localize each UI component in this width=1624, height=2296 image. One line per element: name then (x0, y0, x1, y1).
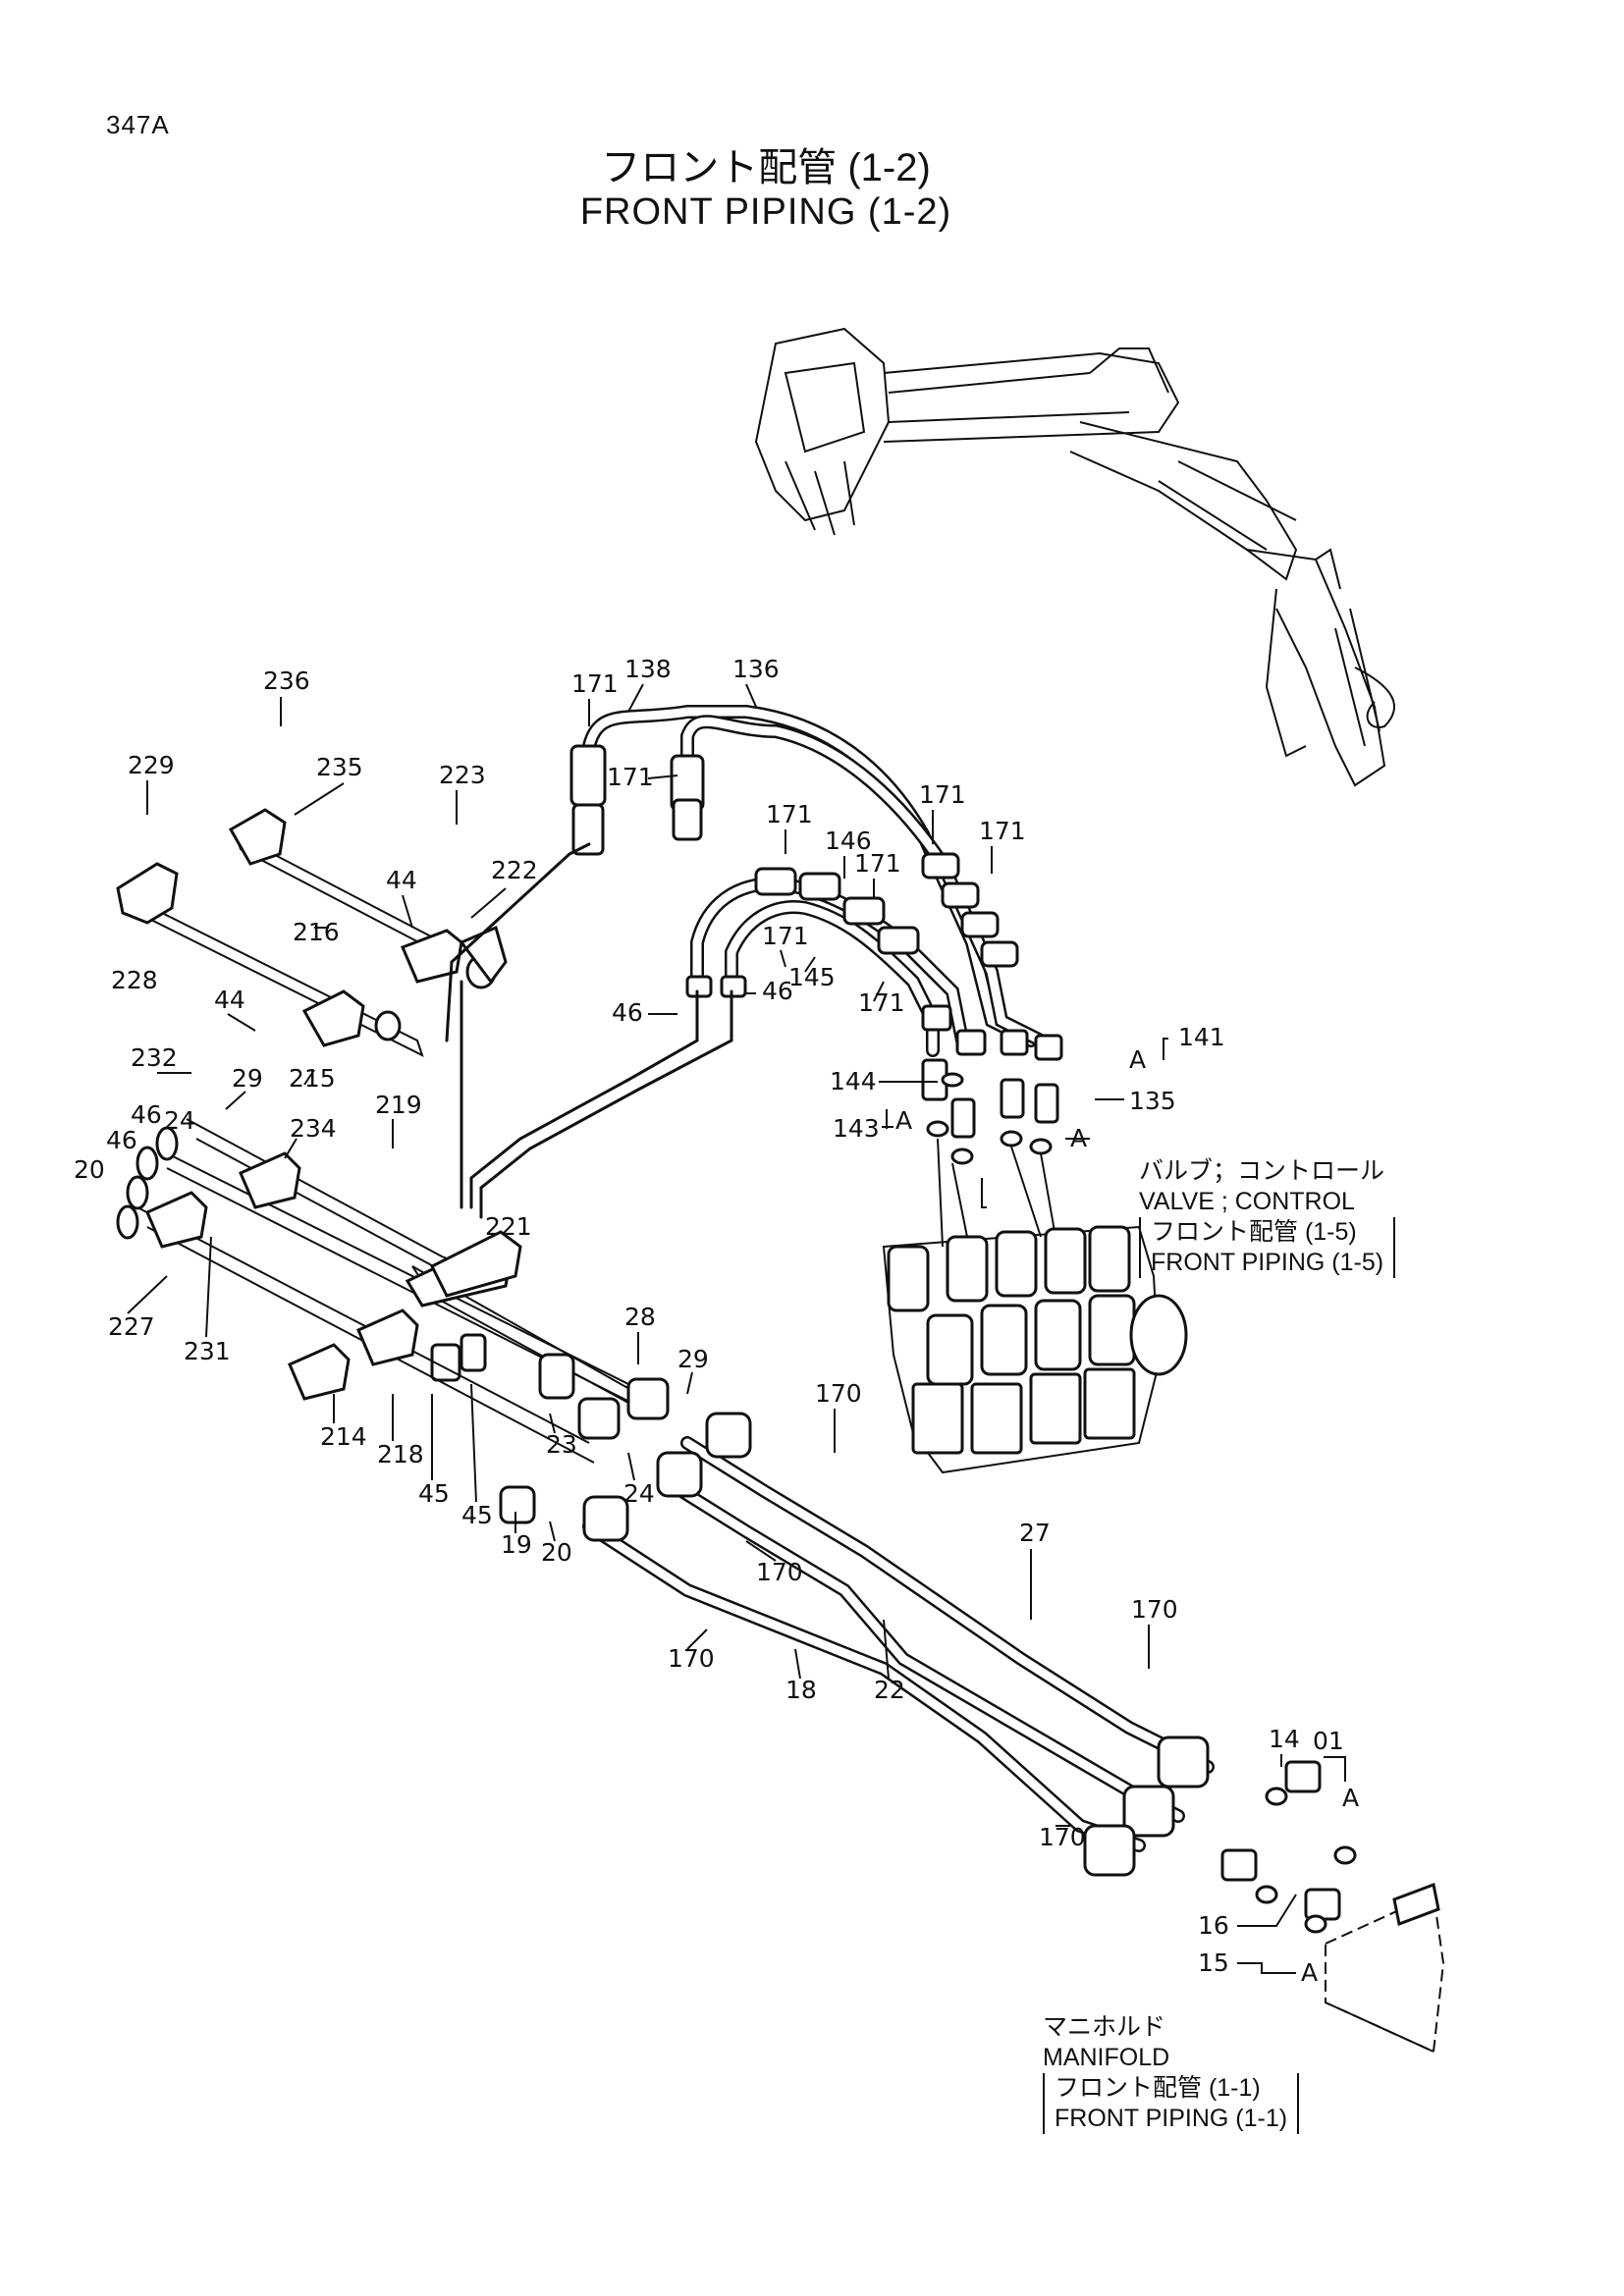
callout-29-a: 29 (232, 1064, 263, 1093)
callout-234: 234 (290, 1114, 337, 1143)
callout-15: 15 (1198, 1949, 1229, 1977)
manifold-note-jp: マニホルド (1043, 2013, 1166, 2041)
callout-19: 19 (501, 1530, 532, 1559)
callout-16: 16 (1198, 1911, 1229, 1940)
callout-45-b: 45 (461, 1501, 493, 1529)
callout-24-a: 24 (164, 1106, 195, 1135)
callout-232: 232 (131, 1043, 178, 1072)
callout-146: 146 (825, 827, 872, 855)
callout-170-d: 170 (1131, 1595, 1178, 1624)
pipe-138-136 (569, 705, 1048, 1047)
callout-24-b: 24 (623, 1479, 655, 1508)
callout-223: 223 (439, 761, 486, 789)
title-japanese: フロント配管 (1-2) (601, 146, 931, 189)
callout-222: 222 (491, 856, 538, 884)
callout-214: 214 (320, 1422, 367, 1451)
callout-171-f: 171 (979, 817, 1026, 845)
callout-145: 145 (788, 963, 836, 991)
callout-138: 138 (624, 655, 672, 683)
callout-227: 227 (108, 1312, 155, 1341)
callout-141: 141 (1178, 1023, 1225, 1051)
valve-fittings (921, 1058, 1059, 1248)
long-hoses-18-22-27 (582, 1412, 1357, 1934)
callout-27: 27 (1019, 1519, 1051, 1547)
control-valve-block (882, 1225, 1188, 1474)
valve-note-ref-jp: フロント配管 (1-5) (1151, 1218, 1357, 1246)
callout-a-1: A (895, 1106, 912, 1135)
callout-29-b: 29 (677, 1345, 709, 1373)
callout-171-e: 171 (919, 780, 966, 809)
callout-221: 221 (485, 1212, 532, 1241)
callout-44-b: 44 (214, 986, 245, 1014)
callout-171-h: 171 (858, 988, 905, 1017)
valve-note: バルブ；コントロール VALVE ; CONTROL フロント配管 (1-5) … (1139, 1156, 1396, 1278)
callout-170-a: 170 (815, 1379, 862, 1408)
callout-171-a: 171 (571, 669, 619, 698)
manifold-note-ref-en: FRONT PIPING (1-1) (1055, 2105, 1288, 2132)
callout-44-a: 44 (386, 866, 417, 894)
callout-20-a: 20 (74, 1155, 105, 1184)
callout-46-c: 46 (612, 998, 643, 1027)
callout-171-g: 171 (762, 922, 809, 950)
valve-note-jp: バルブ；コントロール (1139, 1157, 1385, 1185)
valve-note-en: VALVE ; CONTROL (1139, 1188, 1355, 1215)
manifold-note: マニホルド MANIFOLD フロント配管 (1-1) FRONT PIPING… (1043, 2012, 1300, 2134)
callout-a-2: A (1129, 1045, 1146, 1074)
manifold-note-en: MANIFOLD (1043, 2044, 1170, 2071)
callouts: 236 229 235 223 222 44 216 228 44 215 23… (74, 655, 1359, 1987)
clamp-rail-upper (116, 808, 508, 1057)
hose-145-146 (685, 852, 1063, 1061)
cylinder-tubes (116, 1118, 670, 1524)
callout-18: 18 (785, 1676, 817, 1704)
callout-171-d: 171 (854, 849, 901, 878)
callout-46-a: 46 (131, 1100, 162, 1129)
callout-229: 229 (128, 751, 175, 779)
callout-22: 22 (874, 1676, 905, 1704)
callout-46-b: 46 (106, 1126, 137, 1154)
valve-note-ref-en: FRONT PIPING (1-5) (1151, 1249, 1384, 1276)
manifold-note-ref-jp: フロント配管 (1-1) (1055, 2074, 1261, 2102)
callout-170-b: 170 (756, 1558, 803, 1586)
callout-136: 136 (732, 655, 780, 683)
callout-143: 143 (833, 1114, 880, 1143)
manifold-block (1325, 1882, 1445, 2054)
callout-170-c: 170 (668, 1644, 715, 1673)
callout-216: 216 (293, 918, 340, 946)
callout-231: 231 (184, 1337, 231, 1365)
callout-144: 144 (830, 1067, 877, 1095)
steel-lines-45 (430, 842, 733, 1382)
callout-20-b: 20 (541, 1538, 572, 1567)
callout-235: 235 (316, 753, 363, 781)
manifold-note-ref: フロント配管 (1-1) FRONT PIPING (1-1) (1043, 2073, 1300, 2134)
callout-219: 219 (375, 1091, 422, 1119)
page-code: 347A (106, 110, 170, 139)
callout-28: 28 (624, 1303, 656, 1331)
valve-note-ref: フロント配管 (1-5) FRONT PIPING (1-5) (1139, 1217, 1396, 1278)
excavator-front-sketch (754, 327, 1395, 787)
callout-23: 23 (546, 1430, 577, 1459)
callout-45-a: 45 (418, 1479, 450, 1508)
callout-215: 215 (289, 1064, 336, 1093)
callout-170-e: 170 (1039, 1823, 1086, 1851)
callout-135: 135 (1129, 1087, 1176, 1115)
callout-236: 236 (263, 667, 310, 695)
callout-01: 01 (1313, 1727, 1344, 1755)
callout-46-d: 46 (762, 977, 793, 1005)
callout-14: 14 (1269, 1725, 1300, 1753)
callout-a-4: A (1342, 1784, 1359, 1812)
title-english: FRONT PIPING (1-2) (579, 191, 952, 233)
callout-171-c: 171 (766, 800, 813, 828)
callout-228: 228 (111, 966, 158, 994)
leader-lines (127, 683, 1346, 1974)
callout-a-5: A (1301, 1958, 1318, 1987)
callout-171-b: 171 (607, 763, 654, 791)
callout-218: 218 (377, 1440, 424, 1468)
